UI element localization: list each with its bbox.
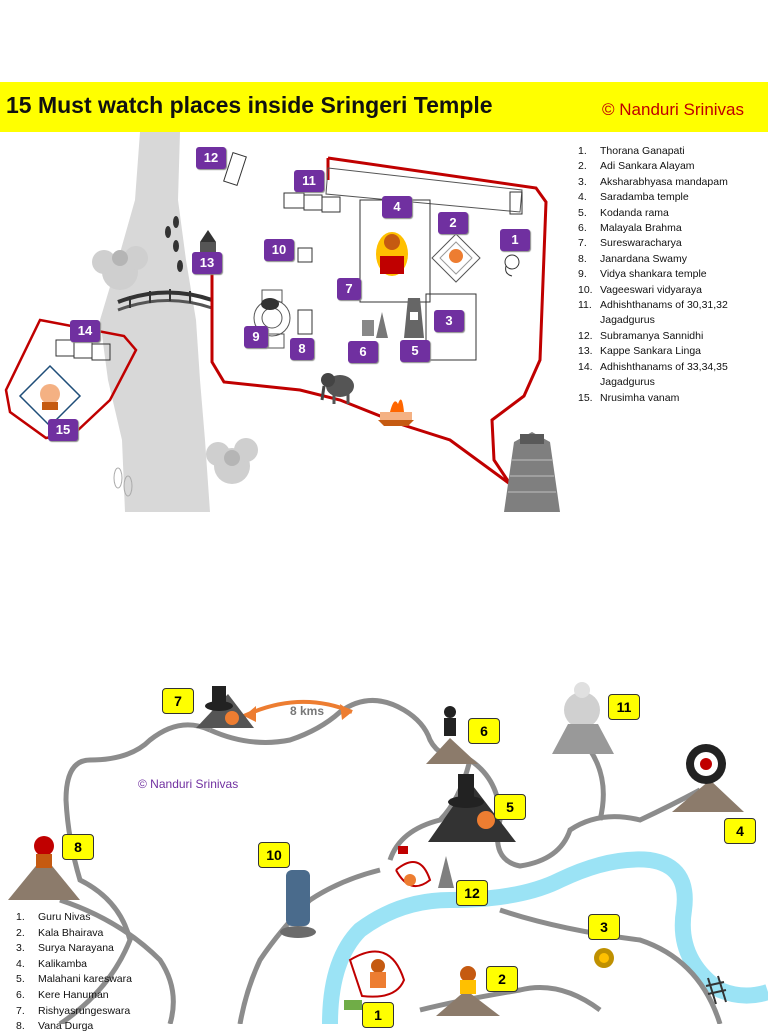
place-marker-5[interactable]: 5 bbox=[400, 340, 430, 362]
linga-icon bbox=[448, 774, 495, 829]
guru-nivas-icon bbox=[344, 950, 406, 1010]
goddess-icon bbox=[376, 232, 408, 276]
main-gopuram-icon bbox=[504, 432, 560, 512]
bridge-icon bbox=[117, 289, 213, 312]
place-marker-8[interactable]: 8 bbox=[290, 338, 314, 360]
place-marker-3[interactable]: 3 bbox=[434, 310, 464, 332]
bhairava-icon bbox=[460, 966, 476, 994]
legend-item: 2.Adi Sankara Alayam bbox=[578, 160, 695, 173]
gopuram-icon bbox=[362, 298, 424, 338]
town-marker-4[interactable]: 4 bbox=[724, 818, 756, 844]
legend-item: 7.Rishyasrungeswara bbox=[16, 1004, 131, 1017]
shrine-icon bbox=[200, 230, 216, 254]
place-marker-4[interactable]: 4 bbox=[382, 196, 412, 218]
adi-sankara-icon bbox=[431, 233, 481, 283]
havan-icon bbox=[378, 399, 414, 426]
legend-item: 5.Kodanda rama bbox=[578, 206, 669, 219]
bridge-icon bbox=[705, 975, 727, 1005]
place-marker-12[interactable]: 12 bbox=[196, 147, 226, 169]
place-marker-14[interactable]: 14 bbox=[70, 320, 100, 342]
town-legend: 1.Guru Nivas 2.Kala Bhairava 3.Surya Nar… bbox=[14, 910, 214, 1035]
legend-item: 13.Kappe Sankara Linga bbox=[578, 345, 701, 358]
legend-item: 4.Saradamba temple bbox=[578, 191, 689, 204]
legend-item: 11.Adhishthanams of 30,31,32 Jagadgurus bbox=[578, 299, 728, 327]
river bbox=[100, 132, 210, 512]
town-marker-5[interactable]: 5 bbox=[494, 794, 526, 820]
legend-item: 2.Kala Bhairava bbox=[16, 926, 104, 939]
fish-icon bbox=[165, 216, 183, 272]
place-marker-6[interactable]: 6 bbox=[348, 341, 378, 363]
tree-icon bbox=[92, 246, 148, 290]
statue-icon bbox=[280, 870, 316, 938]
kali-icon bbox=[686, 744, 726, 784]
legend-item: 7.Sureswaracharya bbox=[578, 237, 682, 250]
town-marker-10[interactable]: 10 bbox=[258, 842, 290, 868]
legend-item: 15.Nrusimha vanam bbox=[578, 391, 680, 404]
place-marker-9[interactable]: 9 bbox=[244, 326, 268, 348]
legend-item: 1.Thorana Ganapati bbox=[578, 145, 685, 157]
town-marker-6[interactable]: 6 bbox=[468, 718, 500, 744]
temple-legend: 1.Thorana Ganapati 2.Adi Sankara Alayam … bbox=[574, 144, 764, 406]
hill-icon bbox=[196, 694, 254, 728]
tree-icon bbox=[206, 438, 258, 484]
temple-icon bbox=[395, 846, 454, 888]
temple-boundary bbox=[210, 156, 548, 486]
town-marker-8[interactable]: 8 bbox=[62, 834, 94, 860]
town-marker-2[interactable]: 2 bbox=[486, 966, 518, 992]
legend-item: 8.Vana Durga bbox=[16, 1020, 94, 1033]
river bbox=[322, 851, 768, 1024]
legend-item: 12.Subramanya Sannidhi bbox=[578, 329, 704, 342]
place-marker-7[interactable]: 7 bbox=[337, 278, 361, 300]
footprint-icon bbox=[113, 467, 133, 497]
legend-item: 6.Kere Hanuman bbox=[16, 988, 109, 1001]
hill-icon bbox=[672, 780, 744, 812]
legend-item: 14.Adhishthanams of 33,34,35 Jagadgurus bbox=[578, 360, 728, 389]
title-bar: 15 Must watch places inside Sringeri Tem… bbox=[0, 82, 768, 132]
legend-item: 5.Malahani kareswara bbox=[16, 973, 132, 986]
durga-icon bbox=[34, 836, 54, 868]
elephant-icon bbox=[320, 373, 354, 404]
road bbox=[58, 698, 723, 1024]
place-marker-11[interactable]: 11 bbox=[294, 170, 324, 192]
hill-icon bbox=[428, 782, 516, 842]
town-marker-11[interactable]: 11 bbox=[608, 694, 640, 720]
hill-icon bbox=[426, 738, 478, 764]
hanuman-icon bbox=[444, 706, 456, 736]
page-title: 15 Must watch places inside Sringeri Tem… bbox=[6, 92, 493, 118]
ganapati-icon bbox=[504, 254, 520, 277]
legend-item: 10.Vageeswari vidyaraya bbox=[578, 283, 702, 296]
legend-item: 9.Vidya shankara temple bbox=[578, 268, 707, 281]
place-marker-15[interactable]: 15 bbox=[48, 419, 78, 441]
sun-icon bbox=[594, 948, 614, 968]
town-marker-12[interactable]: 12 bbox=[456, 880, 488, 906]
legend-item: 3.Surya Narayana bbox=[16, 942, 114, 955]
town-marker-3[interactable]: 3 bbox=[588, 914, 620, 940]
linga-icon bbox=[205, 686, 239, 725]
distance-label: 8 kms bbox=[290, 704, 325, 718]
legend-item: 1.Guru Nivas bbox=[16, 911, 91, 923]
hill-icon bbox=[8, 856, 80, 900]
town-credit-label: © Nanduri Srinivas bbox=[138, 777, 239, 791]
hill-icon bbox=[436, 990, 500, 1016]
town-marker-7[interactable]: 7 bbox=[162, 688, 194, 714]
town-marker-1[interactable]: 1 bbox=[362, 1002, 394, 1028]
place-marker-1[interactable]: 1 bbox=[500, 229, 530, 251]
legend-item: 3.Aksharabhyasa mandapam bbox=[578, 175, 728, 188]
deity-icon bbox=[40, 384, 60, 404]
credit-label: © Nanduri Srinivas bbox=[602, 100, 744, 119]
statue-icon bbox=[552, 682, 614, 754]
legend-item: 6.Malayala Brahma bbox=[578, 222, 682, 235]
place-marker-2[interactable]: 2 bbox=[438, 212, 468, 234]
legend-item: 8.Janardana Swamy bbox=[578, 252, 687, 265]
legend-item: 4.Kalikamba bbox=[16, 957, 88, 970]
place-marker-13[interactable]: 13 bbox=[192, 252, 222, 274]
place-marker-10[interactable]: 10 bbox=[264, 239, 294, 261]
